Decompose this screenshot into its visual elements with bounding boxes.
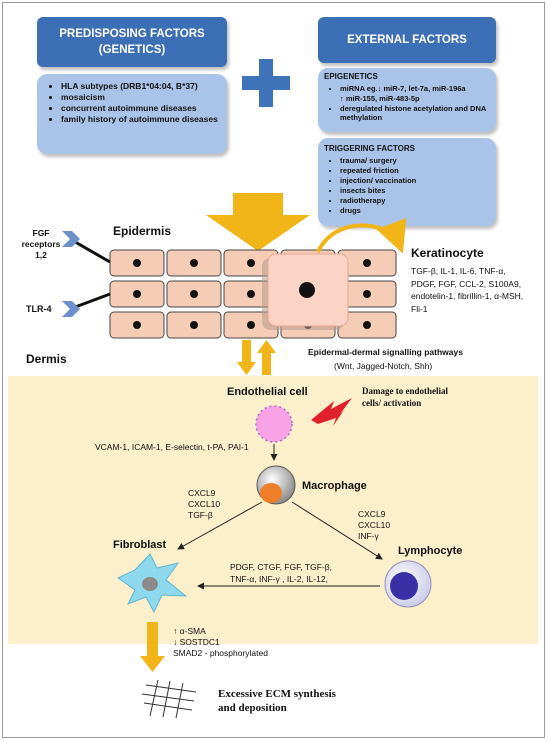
signalling-line-1: Epidermal-dermal signalling pathways <box>308 347 463 357</box>
list-item: ↑ miR-155, miR-483-5p <box>340 94 420 103</box>
fibroblast-markers: ↑ α-SMA ↓ SOSTDC1 SMAD2 - phosphorylated <box>173 626 268 659</box>
signalling-line-2: (Wnt, Jagged-Notch, Shh) <box>334 361 433 371</box>
factor-label: TGF-β <box>188 510 213 520</box>
list-item: mosaicism <box>61 92 219 102</box>
marker-label: ↑ α-SMA <box>173 626 206 636</box>
lightning-icon <box>311 398 352 426</box>
endothelial-label: Endothelial cell <box>227 386 308 398</box>
endothelial-cell <box>255 405 293 443</box>
list-item: repeated friction <box>340 166 490 175</box>
factor-label: INF-γ <box>358 531 379 541</box>
adhesion-molecules: VCAM-1, ICAM-1, E-selectin, t-PA, PAI-1 <box>95 442 249 452</box>
marker-label: SMAD2 - phosphorylated <box>173 648 268 658</box>
keratinocyte-title: Keratinocyte <box>411 246 484 260</box>
list-item: miRNA eg.↓ miR-7, let-7a, miR-196a <box>340 84 490 93</box>
tlr4-label: TLR-4 <box>26 304 52 314</box>
mac-to-lym-factors: CXCL9 CXCL10 INF-γ <box>358 509 390 542</box>
fgf-receptor-icon <box>62 231 80 247</box>
macrophage-label: Macrophage <box>302 480 367 492</box>
ecm-down-arrow <box>140 622 165 672</box>
list-item: trauma/ surgery <box>340 156 490 165</box>
epigenetics-title: EPIGENETICS <box>324 72 378 81</box>
up-signal-arrow <box>257 340 276 375</box>
list-item: concurrent autoimmune diseases <box>61 103 219 113</box>
down-signal-arrow <box>237 340 256 375</box>
fibroblast-label: Fibroblast <box>113 539 167 551</box>
predisposing-title-2: (GENETICS) <box>98 44 166 56</box>
factor-label: CXCL10 <box>188 499 221 509</box>
factor-label: CXCL10 <box>358 520 391 530</box>
list-item: family history of autoimmune diseases <box>61 114 219 124</box>
damage-line-2: cells/ activation <box>362 398 422 408</box>
factor-label: CXCL9 <box>188 488 216 498</box>
keratinocyte-factors: TGF-β, IL-1, IL-6, TNF-α, PDGF, FGF, CCL… <box>411 266 524 314</box>
triggering-box: TRIGGERING FACTORS trauma/ surgery repea… <box>318 138 496 226</box>
triggering-list: trauma/ surgery repeated friction inject… <box>324 156 490 215</box>
epidermis-label: Epidermis <box>113 224 172 238</box>
plus-icon <box>242 59 290 107</box>
factor-label: CXCL9 <box>358 509 386 519</box>
damage-line-1: Damage to endothelial <box>362 386 448 396</box>
ecm-mesh-icon <box>141 679 197 719</box>
epigenetics-list: miRNA eg.↓ miR-7, let-7a, miR-196a ↑ miR… <box>324 84 490 122</box>
fgf-receptors-label: FGF receptors 1,2 <box>21 228 61 260</box>
ecm-line-1: Excessive ECM synthesis <box>218 688 336 700</box>
tlr4-receptor-icon <box>62 301 80 317</box>
marker-label: ↓ SOSTDC1 <box>173 637 220 647</box>
predisposing-title-1: PREDISPOSING FACTORS <box>59 28 205 40</box>
external-header: EXTERNAL FACTORS <box>318 17 496 63</box>
curved-arrow <box>316 217 407 254</box>
predisposing-list: HLA subtypes (DRB1*04:04, B*37) mosaicis… <box>45 81 219 124</box>
lym-factors-line-2: TNF-α, INF-γ , IL-2, IL-12, <box>230 574 328 584</box>
predisposing-box: HLA subtypes (DRB1*04:04, B*37) mosaicis… <box>37 74 227 154</box>
ecm-line-2: and deposition <box>218 702 287 714</box>
triggering-title: TRIGGERING FACTORS <box>324 144 415 153</box>
list-item: insects bites <box>340 186 490 195</box>
down-arrow-icon <box>206 193 310 251</box>
list-item: HLA subtypes (DRB1*04:04, B*37) <box>61 81 219 91</box>
list-item: injection/ vaccination <box>340 176 490 185</box>
list-item: deregulated histone acetylation and DNA … <box>340 104 490 122</box>
list-item: radiotherapy <box>340 196 490 205</box>
list-item: drugs <box>340 206 490 215</box>
epigenetics-box: EPIGENETICS miRNA eg.↓ miR-7, let-7a, mi… <box>318 68 496 132</box>
dermis-label: Dermis <box>26 352 67 366</box>
predisposing-header: PREDISPOSING FACTORS (GENETICS) <box>37 17 227 67</box>
lymphocyte-label: Lymphocyte <box>398 545 463 557</box>
lym-factors-line-1: PDGF, CTGF, FGF, TGF-β, <box>230 562 333 572</box>
mac-to-fib-factors: CXCL9 CXCL10 TGF-β <box>188 488 220 521</box>
